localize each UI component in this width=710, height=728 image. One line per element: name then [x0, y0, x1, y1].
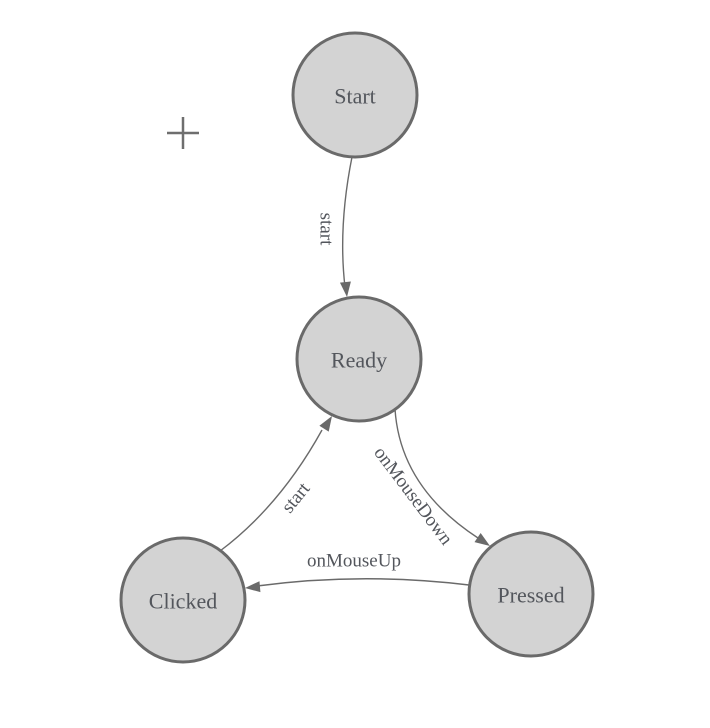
arrowhead-icon	[319, 416, 332, 432]
transition-edge-ready-to-pressed[interactable]	[394, 408, 479, 539]
transition-edge-clicked-to-ready[interactable]	[219, 429, 323, 552]
arrowhead-icon	[339, 281, 351, 297]
state-node-clicked[interactable]	[119, 536, 247, 664]
state-node-pressed[interactable]	[467, 530, 595, 658]
transition-label-start-to-ready: start	[316, 213, 337, 246]
transition-label-pressed-to-clicked: onMouseUp	[307, 551, 401, 572]
arrowhead-icon	[474, 533, 490, 546]
transition-edge-pressed-to-clicked[interactable]	[256, 578, 470, 587]
state-node-start[interactable]	[291, 31, 419, 159]
arrowhead-icon	[245, 581, 261, 593]
state-node-ready[interactable]	[295, 295, 423, 423]
transition-edge-start-to-ready[interactable]	[341, 156, 353, 288]
transition-label-clicked-to-ready: start	[278, 478, 315, 517]
transition-label-ready-to-pressed: onMouseDown	[369, 443, 457, 550]
